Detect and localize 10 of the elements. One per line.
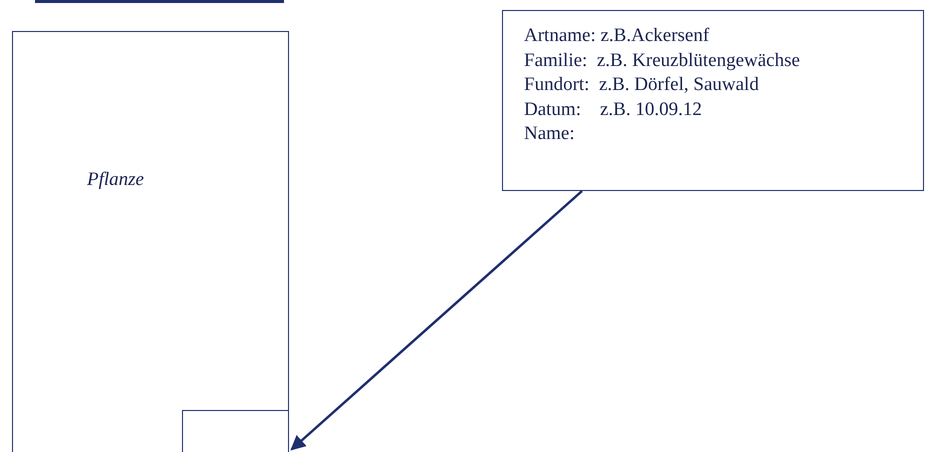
label-line: Familie: z.B. Kreuzblütengewächse (524, 48, 800, 72)
plant-caption: Pflanze (87, 168, 144, 192)
label-line: Datum: z.B. 10.09.12 (524, 98, 702, 122)
label-line: Artname: z.B.Ackersenf (524, 24, 710, 48)
label-card (502, 10, 924, 191)
label-line: Fundort: z.B. Dörfel, Sauwald (524, 73, 759, 97)
label-area-box (182, 410, 288, 452)
plant-area-box (12, 31, 289, 452)
label-line: Name: (524, 122, 575, 146)
arrow (290, 190, 583, 450)
